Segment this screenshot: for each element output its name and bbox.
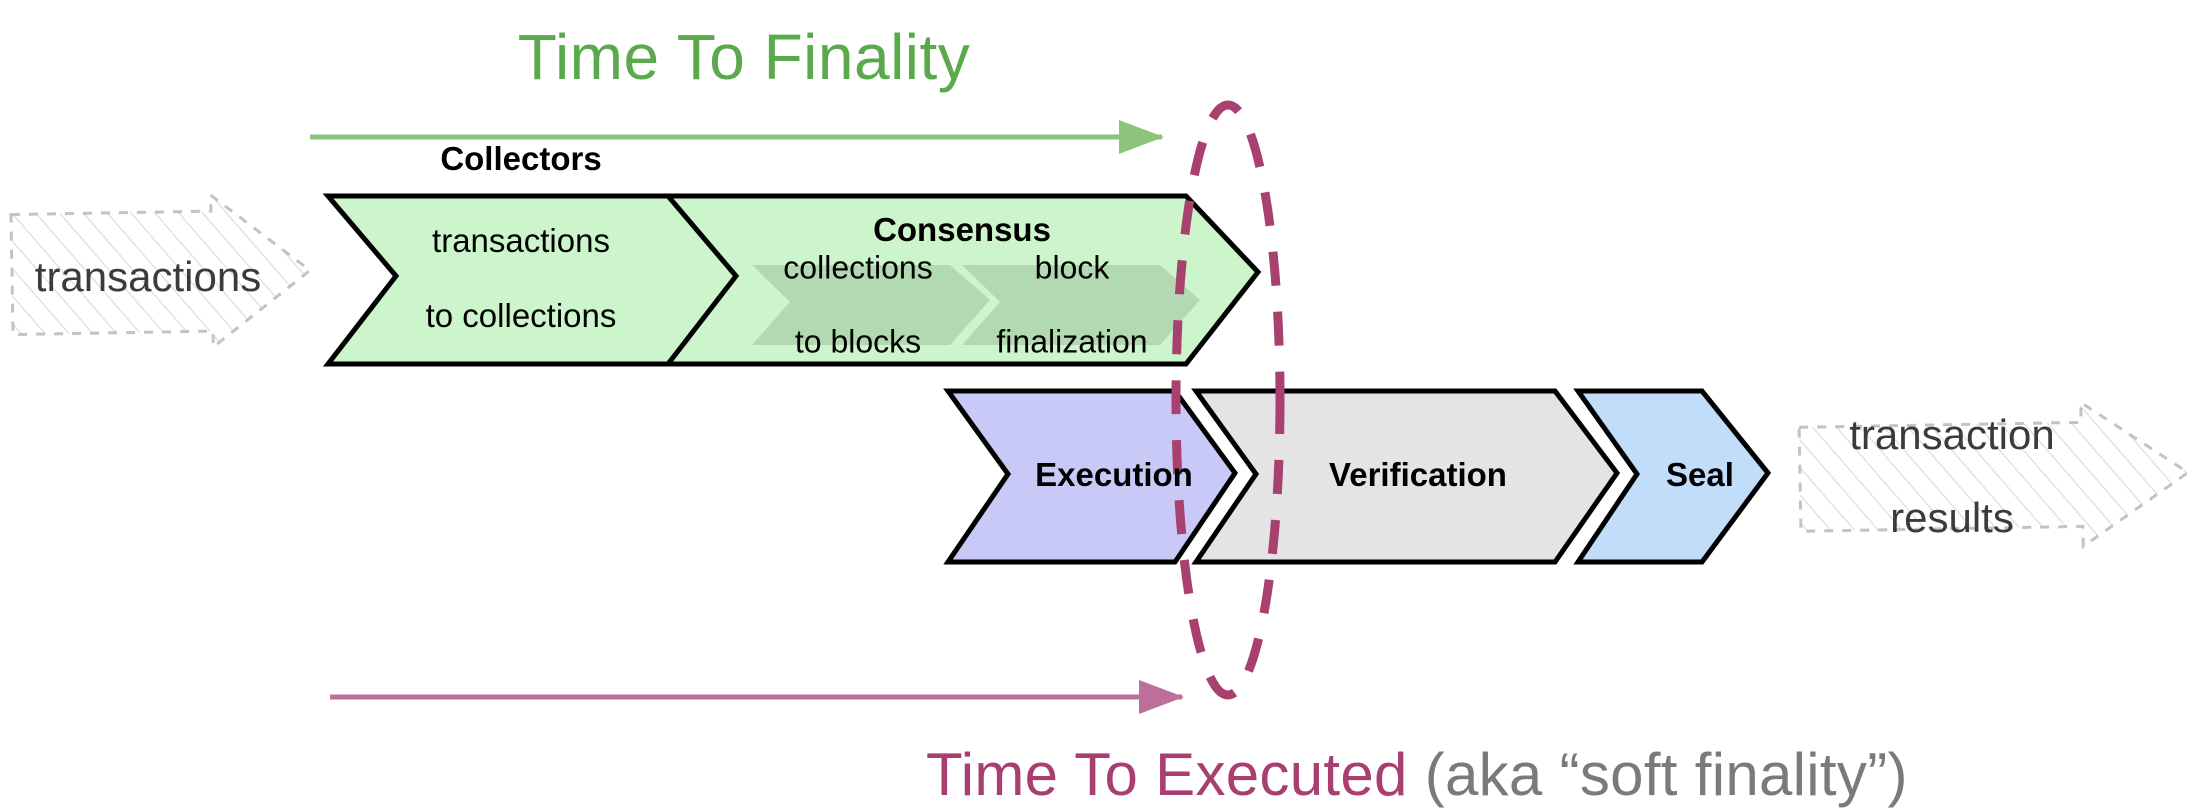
dashed-ellipse-finality-boundary [1171,100,1285,700]
collections-to-blocks-line1: collections [783,249,933,286]
chevron-collectors-title: Collectors [440,140,602,178]
chevron-seal-title: Seal [1666,456,1734,493]
chevron-consensus-title: Consensus [873,211,1051,248]
chevron-execution-title: Execution [1035,456,1193,493]
chevron-collectors-label: Collectors transactions to collections [356,104,686,372]
input-ghost-arrow [9,192,313,351]
chevron-collections-to-blocks-label: collections to blocks [748,213,968,397]
time-to-executed-caption-main: Time To Executed [926,741,1408,808]
time-to-executed-caption: Time To Executed (aka “soft finality”) [926,740,1908,809]
chevron-collectors-sub-line2: to collections [425,297,617,334]
collections-to-blocks-line2: to blocks [794,323,922,359]
output-label-line2: results [1890,494,2014,541]
output-ghost-arrow [1797,399,2191,550]
chevron-consensus[interactable] [662,193,1262,367]
chevron-block-finalization-label: block finalization [952,213,1192,397]
output-label-transaction-results: transaction results [1802,375,2102,577]
time-to-finality-title: Time To Finality [517,21,971,93]
chevron-block-finalization[interactable] [962,265,1200,345]
time-to-executed-caption-note: (aka “soft finality”) [1424,741,1908,808]
chevron-verification[interactable] [1191,388,1621,565]
chevron-seal[interactable] [1573,388,1772,565]
output-label-line1: transaction [1849,410,2055,458]
block-finalization-line2: finalization [996,323,1148,359]
chevron-verification-title: Verification [1329,456,1507,493]
chevron-collections-to-blocks[interactable] [752,265,990,345]
block-finalization-line1: block [1034,249,1110,286]
input-label-transactions: transactions [34,253,262,300]
chevron-collectors-sub-line1: transactions [432,222,610,260]
